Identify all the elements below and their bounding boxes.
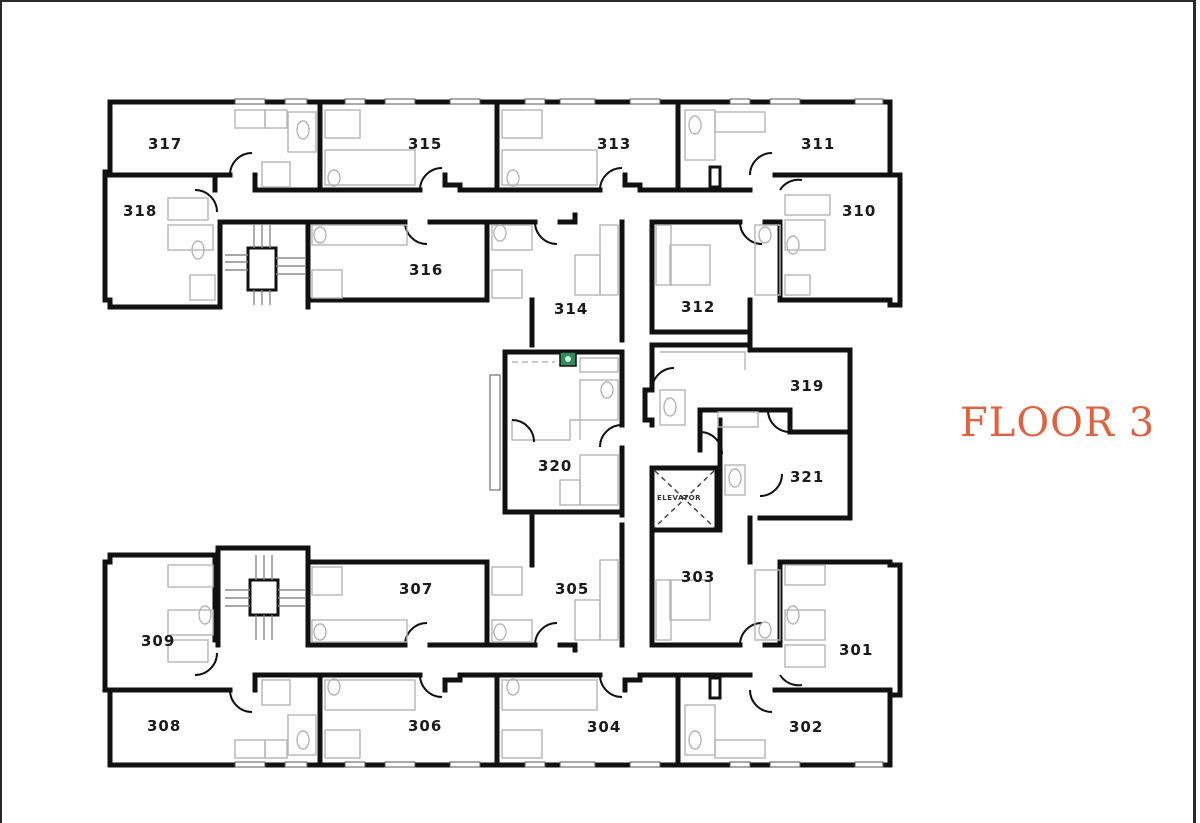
room-301: 301 (839, 641, 874, 659)
room-316: 316 (409, 261, 444, 279)
elevator-label: ELEVATOR (657, 494, 701, 502)
room-303: 303 (681, 568, 716, 586)
room-321: 321 (790, 468, 825, 486)
unit-fixtures-top (167, 109, 831, 301)
room-312: 312 (681, 298, 716, 316)
elevator-icon (649, 465, 720, 533)
room-317: 317 (148, 135, 183, 153)
stair-bottom-icon (225, 555, 305, 640)
room-320: 320 (538, 457, 573, 475)
room-318: 318 (123, 202, 158, 220)
bottom-wing (102, 512, 903, 768)
floor-title: FLOOR 3 (960, 400, 1156, 446)
room-309: 309 (141, 632, 176, 650)
room-306: 306 (408, 717, 443, 735)
room-311: 311 (801, 135, 836, 153)
room-319: 319 (790, 377, 825, 395)
room-304: 304 (587, 718, 622, 736)
room-307: 307 (399, 580, 434, 598)
room-310: 310 (842, 202, 877, 220)
room-308: 308 (147, 717, 182, 735)
stair-top-icon (225, 225, 305, 305)
room-305: 305 (555, 580, 590, 598)
central-core (489, 342, 853, 533)
room-302: 302 (789, 718, 824, 736)
room-313: 313 (597, 135, 632, 153)
unit-fixtures-bottom (167, 559, 826, 759)
room-315: 315 (408, 135, 443, 153)
top-wing (102, 98, 903, 348)
room-314: 314 (554, 300, 589, 318)
